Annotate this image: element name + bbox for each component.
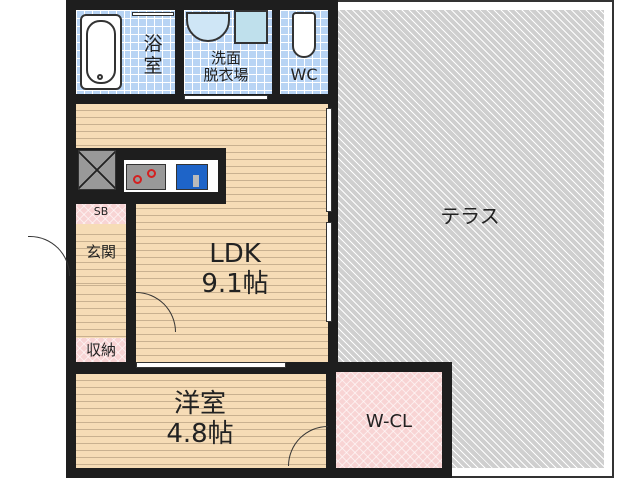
bath-room [130,10,175,94]
entrance-label: 玄関 [85,243,116,261]
washroom-door[interactable] [184,95,268,100]
sink-icon [176,164,208,190]
bathtub-icon [80,14,122,90]
ldk-window-2[interactable] [326,222,332,322]
western-room [76,374,326,468]
terrace-label: テラス [440,204,500,228]
walk-in-closet [336,372,442,468]
bath-label: 浴 室 [143,33,163,77]
terrace [336,10,604,468]
entrance [76,228,126,284]
wcl-label: W-CL [365,411,413,432]
toilet-icon [292,12,316,58]
ldk-label: LDK 9.1帖 [201,239,269,299]
ldk-window-1[interactable] [326,108,332,212]
shower-icon [132,12,174,16]
washer-icon [234,10,268,44]
hall-wall [126,204,136,362]
storage-label: 収納 [85,341,116,359]
stove-icon [126,164,166,190]
washroom-label: 洗面 脱衣場 [203,49,249,85]
sb-label: SB [93,205,109,218]
western-sliding-door[interactable] [136,362,286,368]
entrance-door[interactable] [28,236,70,276]
storage-label-area [76,338,126,362]
western-label: 洋室 4.8帖 [166,389,234,449]
shoe-box [76,204,126,224]
wc-label: WC [290,65,318,84]
fridge-icon [78,150,116,190]
